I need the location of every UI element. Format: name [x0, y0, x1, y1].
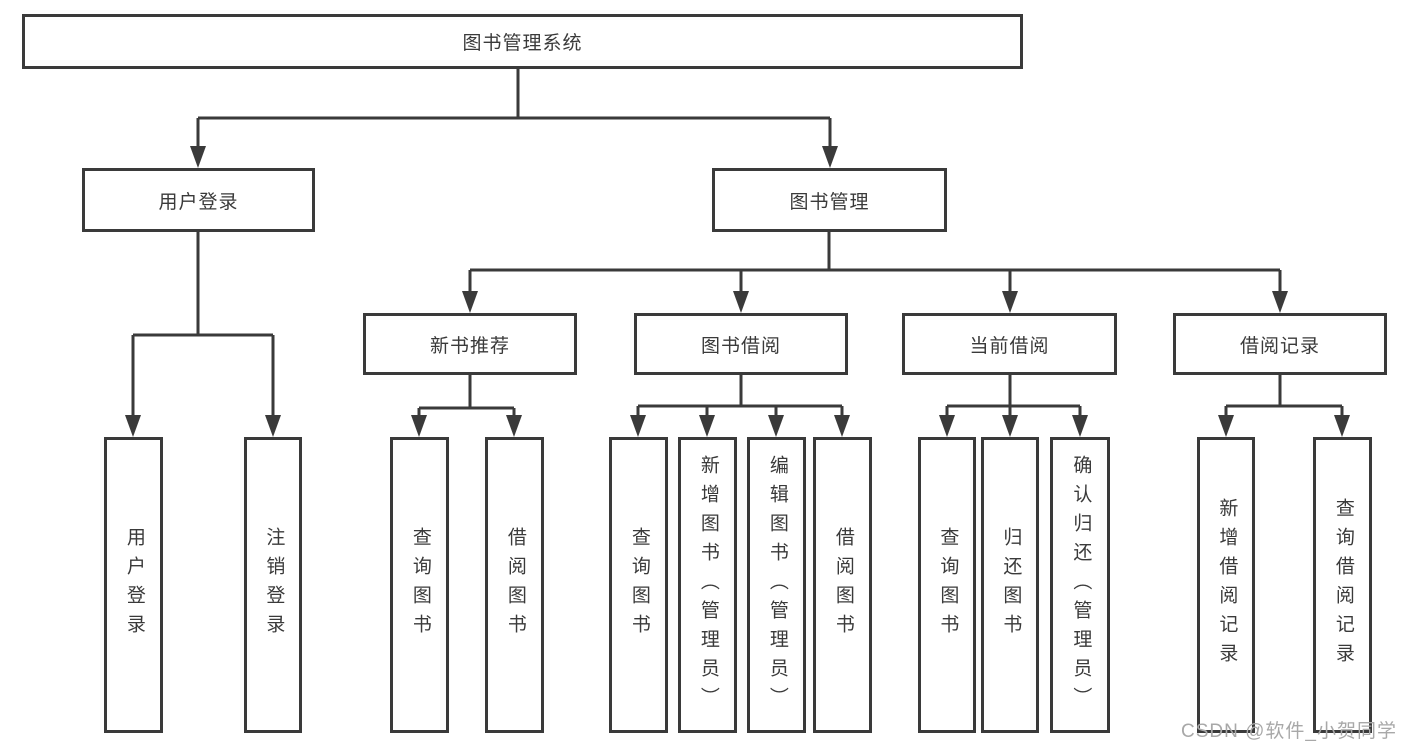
- leaf-cb-return-books: 归还图书: [981, 437, 1039, 733]
- node-new-book-rec: 新书推荐: [363, 313, 577, 375]
- leaf-nbr-borrow-books: 借阅图书: [485, 437, 544, 733]
- arrow-down-icon: [699, 415, 715, 437]
- arrow-down-icon: [1072, 415, 1088, 437]
- arrow-down-icon: [1218, 415, 1234, 437]
- connector-current-borrow-children: [939, 375, 1088, 437]
- leaf-nbr-query-books: 查询图书: [390, 437, 449, 733]
- arrow-down-icon: [733, 291, 749, 313]
- arrow-down-icon: [822, 146, 838, 168]
- leaf-cb-confirm-return-admin: 确认归还（管理员）: [1050, 437, 1110, 733]
- node-root-system: 图书管理系统: [22, 14, 1023, 69]
- leaf-bb-borrow-books: 借阅图书: [813, 437, 872, 733]
- arrow-down-icon: [939, 415, 955, 437]
- node-user-login: 用户登录: [82, 168, 315, 232]
- arrow-down-icon: [1272, 291, 1288, 313]
- node-book-borrow: 图书借阅: [634, 313, 848, 375]
- arrow-down-icon: [506, 415, 522, 437]
- connector-book-mgmt-children: [462, 232, 1288, 313]
- node-book-mgmt: 图书管理: [712, 168, 947, 232]
- leaf-br-add-record: 新增借阅记录: [1197, 437, 1255, 733]
- connector-root-to-level1: [190, 69, 838, 168]
- arrow-down-icon: [190, 146, 206, 168]
- arrow-down-icon: [411, 415, 427, 437]
- connector-user-login-children: [125, 232, 281, 437]
- arrow-down-icon: [265, 415, 281, 437]
- arrow-down-icon: [1334, 415, 1350, 437]
- node-borrow-records: 借阅记录: [1173, 313, 1387, 375]
- arrow-down-icon: [1002, 291, 1018, 313]
- arrow-down-icon: [125, 415, 141, 437]
- connector-book-borrow-children: [630, 375, 850, 437]
- leaf-br-query-record: 查询借阅记录: [1313, 437, 1372, 733]
- leaf-user-login: 用户登录: [104, 437, 163, 733]
- connector-new-book-rec-children: [411, 375, 522, 437]
- arrow-down-icon: [1002, 415, 1018, 437]
- leaf-bb-query-books: 查询图书: [609, 437, 668, 733]
- leaf-cb-query-books: 查询图书: [918, 437, 976, 733]
- connector-borrow-records-children: [1218, 375, 1350, 437]
- watermark: CSDN @软件_小贺同学: [1181, 721, 1397, 742]
- leaf-logout: 注销登录: [244, 437, 302, 733]
- arrow-down-icon: [462, 291, 478, 313]
- arrow-down-icon: [768, 415, 784, 437]
- node-current-borrow: 当前借阅: [902, 313, 1117, 375]
- leaf-bb-add-books-admin: 新增图书（管理员）: [678, 437, 737, 733]
- arrow-down-icon: [834, 415, 850, 437]
- leaf-bb-edit-books-admin: 编辑图书（管理员）: [747, 437, 806, 733]
- arrow-down-icon: [630, 415, 646, 437]
